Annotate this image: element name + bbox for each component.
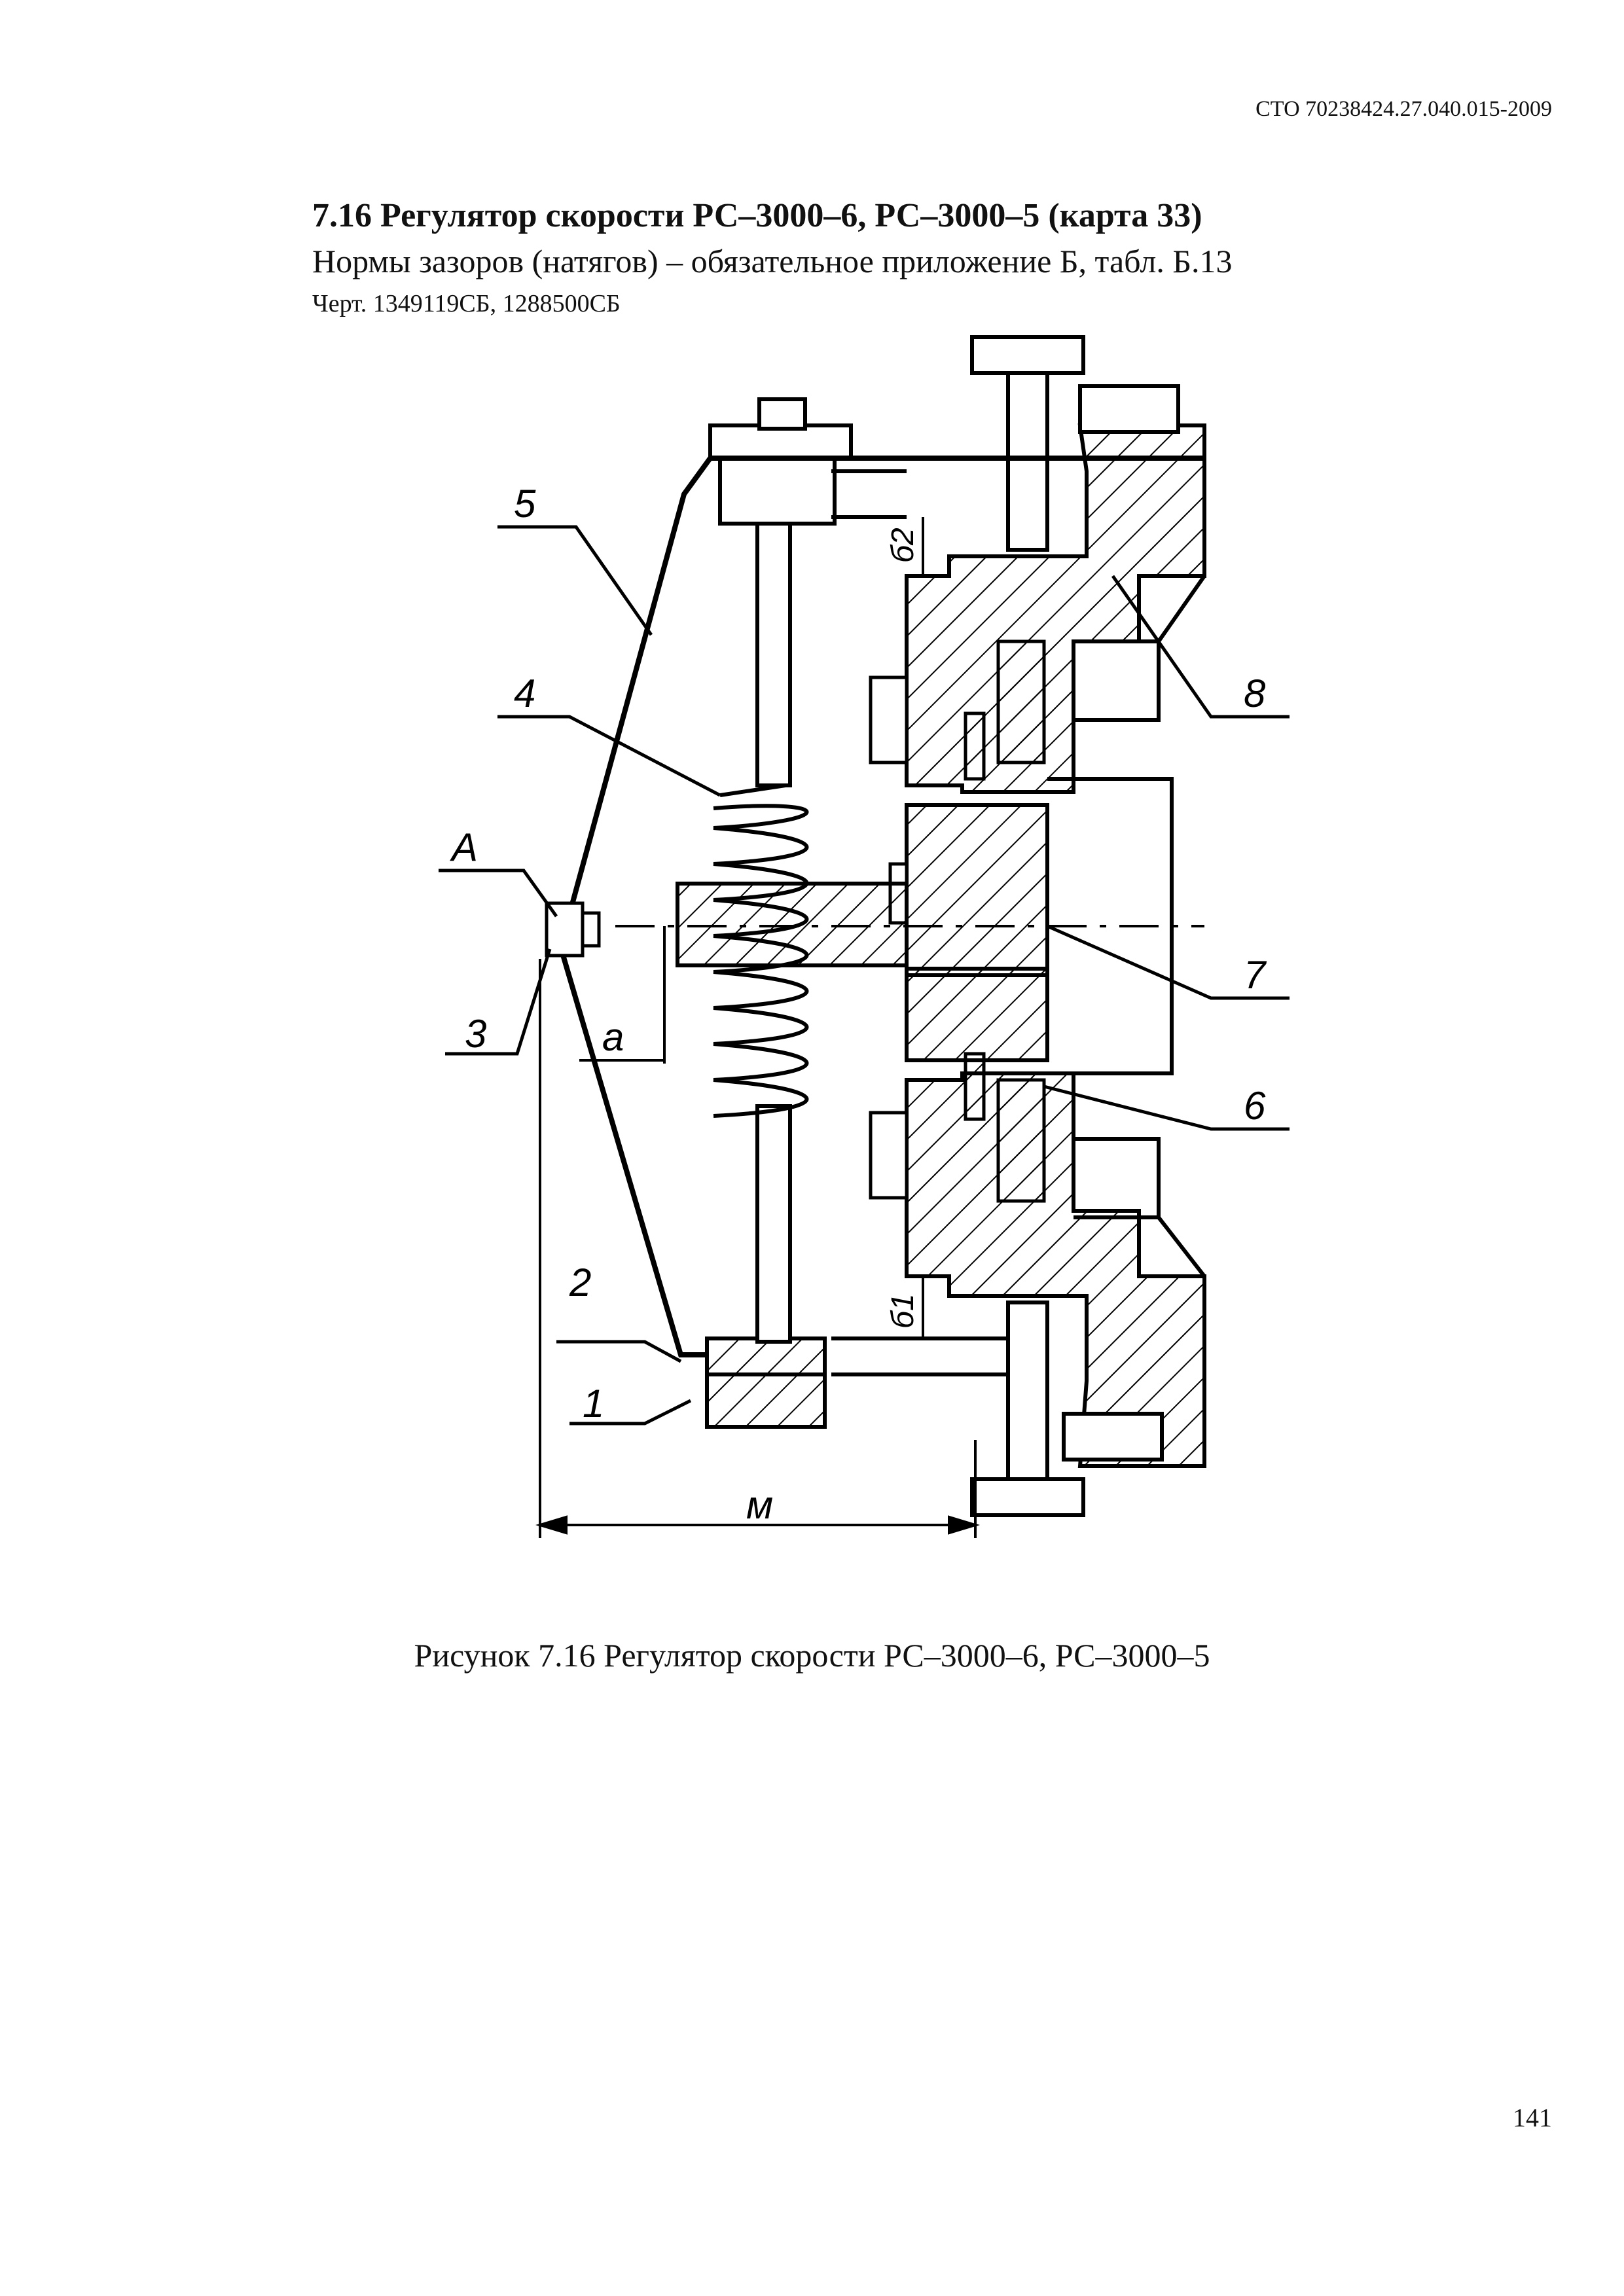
lower-stud	[970, 1300, 1164, 1517]
hub-body	[905, 803, 1049, 1062]
leader-lines	[439, 525, 1290, 1426]
label-view-a: А	[450, 825, 478, 869]
figure-caption: Рисунок 7.16 Регулятор скорости РС–3000–…	[414, 1637, 1210, 1674]
dimension-lines	[535, 517, 980, 1538]
label-gap-b2: б2	[886, 528, 920, 563]
label-part-8: 8	[1244, 672, 1266, 715]
label-gap-a: а	[602, 1015, 624, 1059]
label-gap-b1: б1	[886, 1293, 920, 1329]
section-heading: 7.16 Регулятор скорости РС–3000–6, РС–30…	[312, 197, 1202, 234]
label-part-5: 5	[514, 482, 536, 526]
page-number: 141	[1513, 2103, 1552, 2132]
lower-arm-bracket-part-1	[705, 1336, 1008, 1429]
axle-part-7	[615, 882, 1204, 967]
rod	[755, 522, 792, 1344]
label-dim-m: м	[746, 1483, 773, 1527]
sleeve-part-6	[964, 639, 1046, 1203]
norms-reference: Нормы зазоров (натягов) – обязательное п…	[312, 243, 1233, 279]
upper-stud	[970, 335, 1180, 552]
label-part-1: 1	[583, 1382, 604, 1426]
document-code: СТО 70238424.27.040.015-2009	[1255, 97, 1552, 121]
label-part-3: 3	[465, 1012, 486, 1056]
drawing-reference: Черт. 1349119СБ, 1288500СБ	[312, 290, 621, 317]
rotor-disc-part-8	[905, 423, 1206, 1468]
outer-cover	[1047, 575, 1206, 1278]
drawing-labels: 5 4 А 3 а 2 1 м 8 7 6 б2 б1	[450, 482, 1267, 1527]
stop-part-3	[545, 901, 601, 958]
label-part-2: 2	[569, 1261, 591, 1304]
label-part-7: 7	[1244, 953, 1267, 997]
label-part-6: 6	[1244, 1084, 1266, 1128]
upper-arm-bracket	[708, 397, 907, 526]
label-part-4: 4	[514, 672, 535, 715]
tension-lever-part-5	[554, 456, 1204, 1357]
